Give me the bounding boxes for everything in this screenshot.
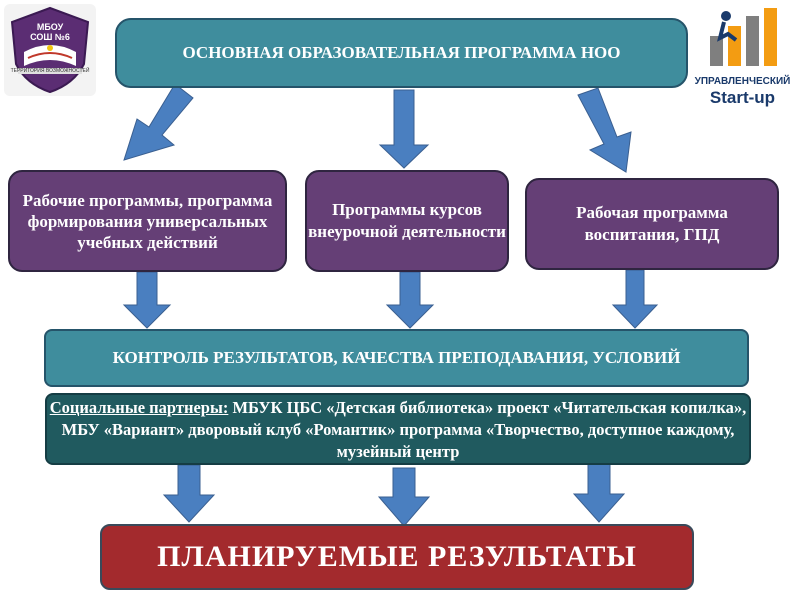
upbringing-box: Рабочая программа воспитания, ГПД [525, 178, 779, 270]
planned-results-text: ПЛАНИРУЕМЫЕ РЕЗУЛЬТАТЫ [157, 540, 637, 573]
extracurricular-box: Программы курсов внеурочной деятельности [305, 170, 509, 272]
arrow-left-to-control [122, 271, 172, 329]
main-program-box: ОСНОВНАЯ ОБРАЗОВАТЕЛЬНАЯ ПРОГРАММА НОО [115, 18, 688, 88]
main-program-title: ОСНОВНАЯ ОБРАЗОВАТЕЛЬНАЯ ПРОГРАММА НОО [182, 43, 621, 62]
arrow-top-to-left [123, 83, 194, 161]
extracurricular-text: Программы курсов внеурочной деятельности [308, 200, 506, 241]
school-logo: МБОУ СОШ №6 ТЕРРИТОРИЯ ВОЗМОЖНОСТЕЙ [4, 4, 96, 96]
work-programs-text: Рабочие программы, программа формировани… [22, 190, 273, 252]
logo-left-line1: МБОУ [36, 22, 64, 32]
partners-box: Социальные партнеры: МБУК ЦБС «Детская б… [45, 393, 751, 465]
arrow-right-to-control [611, 269, 659, 329]
control-bar-text: КОНТРОЛЬ РЕЗУЛЬТАТОВ, КАЧЕСТВА ПРЕПОДАВА… [112, 348, 681, 367]
control-bar: КОНТРОЛЬ РЕЗУЛЬТАТОВ, КАЧЕСТВА ПРЕПОДАВА… [44, 329, 749, 387]
arrow-partners-to-results-middle [377, 467, 431, 527]
school-emblem-icon [10, 6, 90, 94]
arrow-partners-to-results-left [162, 464, 216, 523]
logo-right-line2: Start-up [709, 88, 776, 107]
planned-results-box: ПЛАНИРУЕМЫЕ РЕЗУЛЬТАТЫ [100, 524, 694, 590]
arrow-middle-to-control [385, 271, 435, 329]
partners-label: Социальные партнеры: [49, 398, 229, 417]
upbringing-text: Рабочая программа воспитания, ГПД [576, 203, 728, 244]
logo-left-line2: СОШ №6 [30, 32, 70, 42]
arrow-partners-to-results-right [572, 463, 626, 523]
logo-right-line1: УПРАВЛЕНЧЕСКИЙ [694, 76, 791, 87]
work-programs-box: Рабочие программы, программа формировани… [8, 170, 287, 272]
startup-logo: УПРАВЛЕНЧЕСКИЙ Start-up [690, 4, 795, 110]
logo-left-ribbon: ТЕРРИТОРИЯ ВОЗМОЖНОСТЕЙ [10, 68, 90, 74]
partners-text: МБУК ЦБС «Детская библиотека» проект «Чи… [61, 398, 747, 461]
arrow-top-to-right [577, 87, 632, 173]
arrow-top-to-middle [378, 89, 430, 169]
startup-chart-icon [710, 8, 777, 66]
